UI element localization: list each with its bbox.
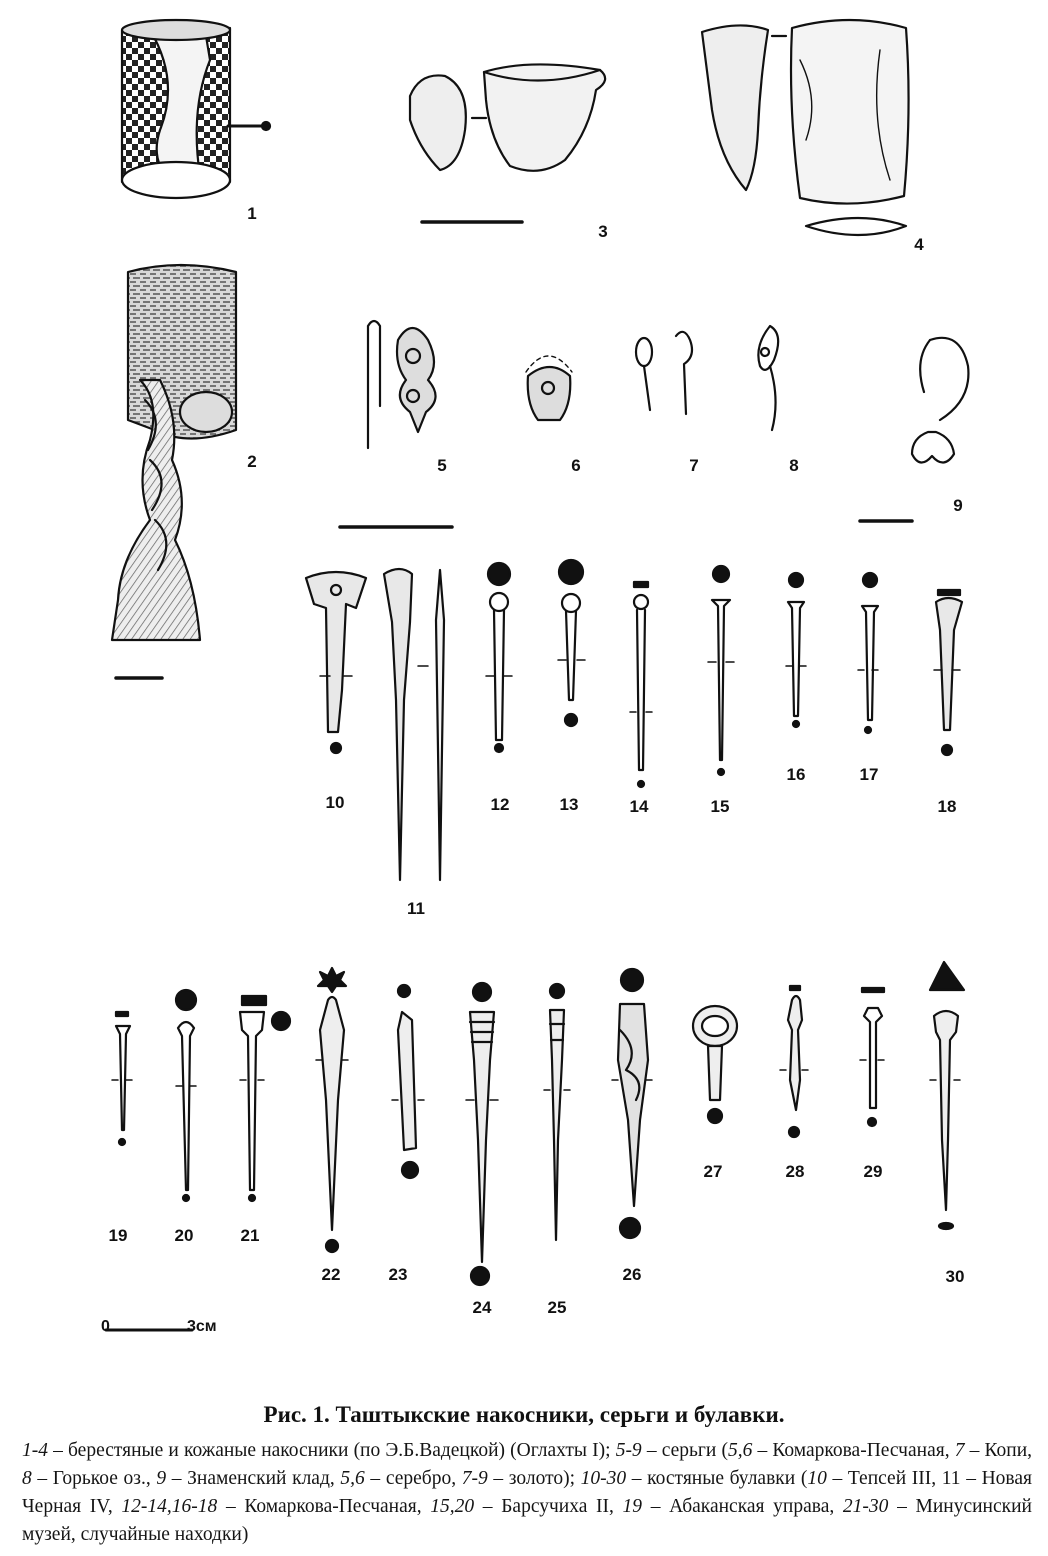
artifact-21: [238, 994, 292, 1203]
artifact-17: [860, 571, 880, 735]
caption-segment: – костяные булавки (: [626, 1468, 808, 1489]
figure-label-18: 18: [937, 797, 957, 816]
figure-label-21: 21: [240, 1226, 260, 1245]
figure-label-16: 16: [786, 765, 806, 784]
figure-label-7: 7: [689, 456, 699, 475]
caption-segment: 10: [807, 1468, 827, 1489]
artifact-24: [468, 981, 496, 1287]
caption-segment: – серьги (: [641, 1440, 728, 1461]
figure-label-6: 6: [571, 456, 581, 475]
artifact-16: [786, 571, 806, 729]
scale-end-label: 3см: [187, 1318, 217, 1335]
figure-label-17: 17: [859, 765, 879, 784]
figure-label-4: 4: [914, 235, 924, 254]
figure-plate: 1 2 3 4 5 6 7 8 9 10 11 12 13 14 15 16 1…: [101, 18, 970, 1335]
caption-segment: – Знаменский клад,: [166, 1468, 341, 1489]
figure-label-5: 5: [437, 456, 447, 475]
caption-segment: – Горькое оз.,: [31, 1468, 157, 1489]
caption-segment: 9: [156, 1468, 167, 1489]
artifact-3: [408, 63, 607, 224]
figure-label-19: 19: [108, 1226, 128, 1245]
figure-label-3: 3: [598, 222, 608, 241]
figure-label-20: 20: [174, 1226, 194, 1245]
figure-label-11: 11: [407, 899, 425, 918]
caption-segment: 21-30: [842, 1496, 889, 1517]
artifact-13: [557, 558, 585, 728]
caption-segment: – Копи,: [964, 1440, 1033, 1461]
figure-label-14: 14: [629, 797, 649, 816]
caption-segment: 10-30: [580, 1468, 627, 1489]
artifact-27: [691, 1004, 739, 1125]
figure-label-29: 29: [863, 1162, 883, 1181]
caption-segment: – золото);: [487, 1468, 581, 1489]
artifact-8: [757, 324, 780, 432]
artifact-28: [786, 984, 804, 1139]
figure-label-8: 8: [789, 456, 799, 475]
figure-label-25: 25: [547, 1298, 567, 1317]
caption-segment: 12-14,16-18: [121, 1496, 218, 1517]
caption-segment: 7-9: [461, 1468, 488, 1489]
caption-segment: – Тепсей III, 11 – Новая Черная IV,: [22, 1468, 1032, 1517]
caption-segment: – Комаркова-Песчаная,: [752, 1440, 955, 1461]
figure-label-24: 24: [472, 1298, 492, 1317]
artifact-11: [382, 567, 446, 882]
figure-label-27: 27: [703, 1162, 723, 1181]
artifact-1: [120, 18, 272, 200]
figure-label-10: 10: [325, 793, 345, 812]
artifact-26: [616, 967, 650, 1240]
artifact-5: [338, 319, 454, 529]
figure-label-28: 28: [785, 1162, 805, 1181]
caption-segment: – Абаканская управа,: [642, 1496, 843, 1517]
artifact-30: [928, 960, 966, 1231]
artifact-4: [700, 18, 910, 237]
caption-segment: 5,6: [727, 1440, 753, 1461]
artifact-12: [486, 561, 512, 754]
caption-segment: 7: [954, 1440, 965, 1461]
artifact-2: [110, 263, 238, 680]
figure-label-15: 15: [710, 797, 730, 816]
caption-segment: – серебро,: [364, 1468, 462, 1489]
artifact-10: [304, 570, 368, 755]
caption-segment: 19: [622, 1496, 643, 1517]
artifact-7: [634, 330, 694, 416]
figure-label-23: 23: [388, 1265, 408, 1284]
figure-label-12: 12: [490, 795, 510, 814]
caption-segment: 5,6: [340, 1468, 365, 1489]
artifact-23: [396, 983, 420, 1180]
figure-label-26: 26: [622, 1265, 642, 1284]
figure-caption: 1-4 – берестяные и кожаные накосники (по…: [22, 1437, 1032, 1549]
figure-label-13: 13: [559, 795, 579, 814]
artifact-drawings: [104, 18, 970, 1332]
figure-label-22: 22: [321, 1265, 341, 1284]
artifact-25: [548, 982, 566, 1242]
caption-segment: – Минусинский музей, случайные находки): [22, 1496, 1032, 1545]
artifact-18: [934, 588, 964, 757]
artifact-9: [858, 336, 970, 523]
caption-segment: – Комаркова-Песчаная,: [217, 1496, 431, 1517]
caption-segment: 15,20: [430, 1496, 475, 1517]
caption-segment: – берестяные и кожаные накосники (по Э.Б…: [48, 1440, 616, 1461]
caption-segment: 8: [22, 1468, 32, 1489]
artifact-22: [316, 966, 348, 1254]
artifact-14: [632, 580, 650, 789]
artifact-19: [114, 1010, 132, 1147]
section-marks: [111, 659, 961, 1101]
artifact-20: [174, 988, 198, 1203]
artifact-6: [525, 355, 573, 422]
caption-segment: 1-4: [22, 1440, 48, 1461]
artifact-29: [860, 986, 886, 1128]
caption-segment: 5-9: [615, 1440, 642, 1461]
figure-label-1: 1: [247, 204, 257, 223]
figure-label-30: 30: [945, 1267, 965, 1286]
scale-zero-label: 0: [101, 1318, 110, 1335]
figure-label-9: 9: [953, 496, 963, 515]
figure-title: Рис. 1. Таштыкские накосники, серьги и б…: [263, 1402, 785, 1427]
figure-label-2: 2: [247, 452, 257, 471]
caption-segment: – Барсучиха II,: [474, 1496, 623, 1517]
artifact-15: [710, 564, 732, 777]
